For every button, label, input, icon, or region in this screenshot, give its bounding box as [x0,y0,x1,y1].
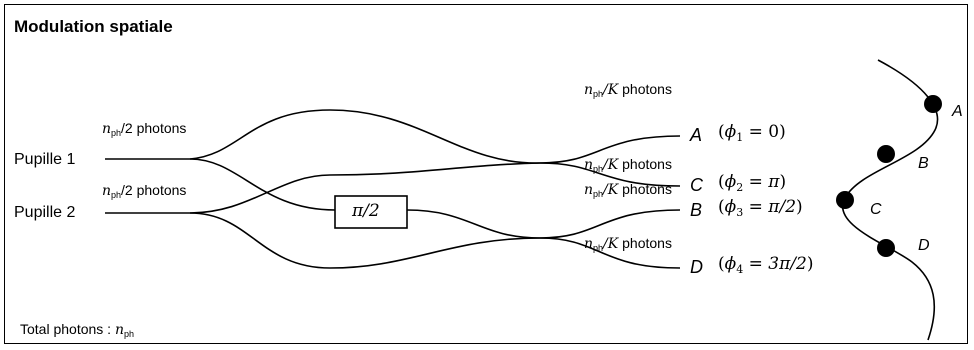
output-letter-A: A [690,125,703,145]
total-photons-label: Total photons : nph [20,321,134,339]
fringe-point-A [924,95,942,113]
fringe-point-C [836,191,854,209]
fringe-curve [841,59,939,341]
phase-shifter-box [334,195,408,229]
output-letter-D: D [690,257,703,277]
fringe-point-D [877,239,895,257]
fringe-label-A: A [952,103,963,120]
phase-eq-A: (ϕ1 = 0) [718,122,786,144]
fringe-label-D: D [918,237,930,254]
pupil-2-label: Pupille 2 [14,204,76,221]
waveguide-p1-to-upper [189,109,541,164]
diagram-frame [4,4,968,344]
phase-eq-B: (ϕ3 = π/2) [718,197,803,219]
phase-eq-D: (ϕ4 = 3π/2) [718,254,814,276]
output-photons-label-B: nph/K photons [584,181,672,199]
waveguide-p1-to-phase [189,158,336,211]
waveguide-out-D [539,237,681,269]
fringe-point-B [877,145,895,163]
output-letter-B: B [690,200,703,220]
output-photons-label-A: nph/K photons [584,81,672,99]
phase-shifter-label: π/2 [352,201,380,221]
fringe-label-B: B [918,155,929,172]
phase-eq-C: (ϕ2 = π) [718,172,787,194]
waveguide-p2-to-upper [189,162,541,214]
input-photons-label-1: nph/2 photons [102,120,187,138]
output-letter-C: C [690,175,703,195]
input-photons-label-2: nph/2 photons [102,182,187,200]
waveguide-out-C [539,162,681,187]
diagram-title: Modulation spatiale [14,17,173,36]
output-photons-label-D: nph/K photons [584,235,672,253]
pupil-1-label: Pupille 1 [14,151,76,168]
output-photons-label-C: nph/K photons [584,156,672,174]
waveguide-out-A [539,135,681,164]
waveguide-out-B [539,209,681,239]
waveguide-phase-to-lower [406,209,541,239]
fringe-label-C: C [870,201,882,218]
waveguide-p2-to-lower [189,212,541,269]
